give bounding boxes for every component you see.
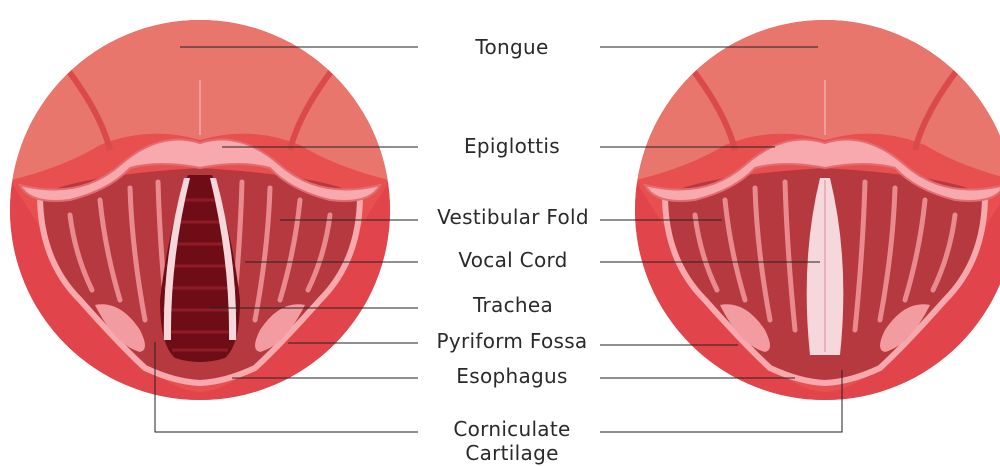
- label-epiglottis: Epiglottis: [464, 133, 560, 159]
- label-corniculate: Corniculate: [453, 416, 570, 442]
- label-vocal-cord: Vocal Cord: [458, 247, 567, 273]
- label-tongue: Tongue: [475, 34, 548, 60]
- label-cartilage: Cartilage: [465, 440, 558, 466]
- label-esophagus: Esophagus: [456, 363, 567, 389]
- label-vestibular-fold: Vestibular Fold: [437, 204, 589, 230]
- label-pyriform-fossa: Pyriform Fossa: [437, 328, 588, 354]
- label-trachea: Trachea: [473, 292, 553, 318]
- larynx-open-illustration: [0, 0, 410, 465]
- larynx-closed-illustration: [615, 0, 1000, 465]
